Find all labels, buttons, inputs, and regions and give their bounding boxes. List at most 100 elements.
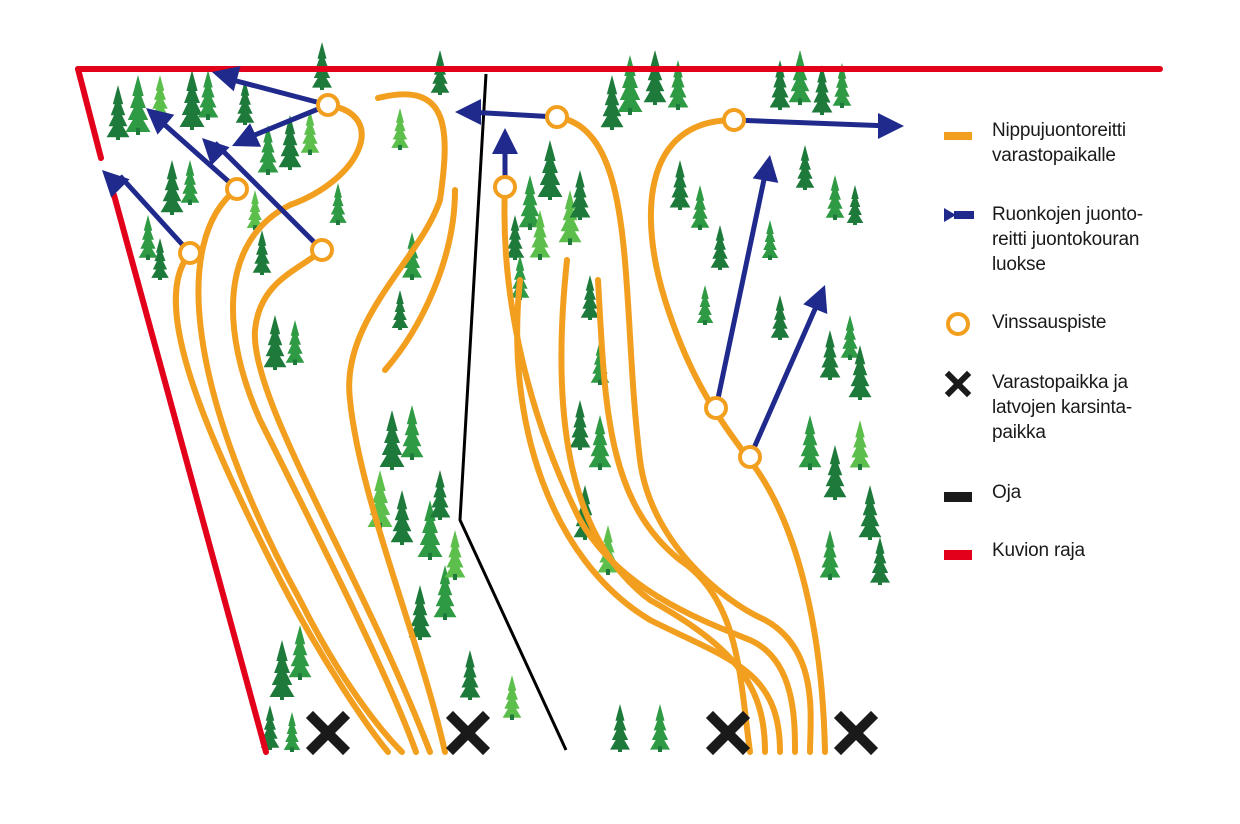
storage-cross-icon — [705, 710, 751, 756]
skid-route — [382, 187, 458, 373]
spruce-tree-icon — [798, 415, 822, 470]
stem-route — [747, 298, 822, 459]
stem-route — [713, 169, 769, 409]
spruce-tree-icon — [840, 315, 860, 360]
spruce-tree-icon — [650, 704, 670, 752]
spruce-tree-icon — [160, 160, 184, 215]
spruce-tree-icon — [846, 185, 864, 225]
spruce-tree-icon — [433, 565, 457, 620]
spruce-tree-icon — [529, 210, 551, 260]
legend-label: Nippujuontoreitti varastopaikalle — [992, 120, 1126, 166]
winch-point-icon — [225, 177, 249, 201]
ditch-line — [458, 73, 568, 751]
spruce-tree-icon — [848, 345, 872, 400]
boundary-left-upper — [75, 66, 104, 161]
skid-route — [195, 186, 405, 755]
stem-route — [224, 75, 329, 108]
spruce-tree-icon — [823, 445, 847, 500]
winch-point-icon — [545, 105, 569, 129]
spruce-tree-icon — [252, 230, 272, 275]
bundle-skid-routes — [172, 91, 828, 755]
spruce-tree-icon — [825, 175, 845, 220]
skid-route — [230, 102, 419, 755]
legend-label: Varastopaikka ja latvojen karsinta- paik… — [992, 372, 1133, 443]
spruce-tree-icon — [761, 220, 779, 260]
spruce-tree-icon — [312, 42, 332, 90]
skid-route — [346, 91, 448, 755]
spruce-tree-icon — [505, 215, 525, 260]
stand-boundary — [75, 66, 1163, 755]
legend-label: Ruonkojen juonto- reitti juontokouran lu… — [992, 204, 1143, 275]
winch-point-icon — [493, 175, 517, 199]
spruce-tree-icon — [710, 225, 730, 270]
spruce-tree-icon — [285, 320, 305, 365]
spruce-tree-icon — [263, 315, 287, 370]
spruce-tree-icon — [580, 275, 600, 320]
winch-point-icon — [310, 238, 334, 262]
spruce-tree-icon — [770, 295, 790, 340]
spruce-tree-icon — [811, 65, 833, 115]
storage-cross-icon — [305, 710, 351, 756]
spruce-tree-icon — [669, 160, 691, 210]
spruce-tree-icon — [849, 420, 871, 470]
black-cross-icon — [944, 370, 972, 398]
stem-route — [467, 109, 558, 120]
winch-point-icon — [178, 241, 202, 265]
arrow-head-icon — [878, 113, 904, 139]
spruce-tree-icon — [643, 50, 667, 105]
arrow-head-icon — [202, 138, 230, 166]
winch-point-icon — [738, 445, 762, 469]
blue-arrow-line-icon — [944, 208, 974, 222]
spruce-tree-icon — [617, 55, 643, 115]
spruce-tree-icon — [537, 140, 563, 200]
spruce-tree-icon — [690, 185, 710, 230]
skid-route — [514, 277, 783, 755]
legend-label: Oja — [992, 482, 1021, 503]
arrow-heads — [102, 66, 904, 314]
winch-point-icon — [704, 396, 728, 420]
spruce-tree-icon — [151, 238, 169, 280]
winch-points — [178, 93, 762, 469]
arrow-head-icon — [102, 170, 130, 198]
spruce-tree-icon — [278, 115, 302, 170]
spruce-tree-icon — [569, 170, 591, 220]
spruce-tree-icon — [429, 470, 451, 520]
legend-label: Vinssauspiste — [992, 312, 1107, 333]
storage-cross-icon — [833, 710, 879, 756]
spruce-tree-icon — [197, 70, 219, 120]
spruce-tree-icon — [444, 530, 466, 580]
spruce-tree-icon — [696, 285, 714, 325]
skid-route — [251, 247, 433, 755]
spruce-tree-icon — [769, 60, 791, 110]
spruce-tree-icon — [819, 530, 841, 580]
spruce-tree-icon — [667, 60, 689, 110]
spruce-tree-icon — [391, 290, 409, 330]
arrow-head-icon — [492, 128, 518, 154]
spruce-tree-icon — [257, 125, 279, 175]
spruce-tree-icon — [588, 415, 612, 470]
arrow-head-icon — [146, 108, 175, 135]
spruce-tree-icon — [179, 70, 205, 130]
spruce-tree-icon — [610, 704, 630, 752]
stem-route — [155, 116, 239, 191]
spruce-tree-icon — [518, 175, 542, 230]
arrow-head-icon — [803, 285, 828, 314]
black-bar-icon — [944, 492, 972, 502]
spruce-tree-icon — [819, 330, 841, 380]
red-bar-icon — [944, 550, 972, 560]
spruce-tree-icon — [329, 183, 347, 225]
stem-route — [118, 174, 192, 255]
spruce-tree-icon — [391, 108, 409, 150]
spruce-tree-icon — [795, 145, 815, 190]
stem-route — [213, 141, 324, 252]
spruce-tree-icon — [858, 485, 882, 540]
spruce-tree-icon — [430, 50, 450, 95]
stem-route — [733, 117, 891, 129]
winch-point-icon — [316, 93, 340, 117]
spruce-tree-icon — [283, 712, 301, 752]
storage-cross-icon — [445, 710, 491, 756]
spruce-tree-icon — [260, 705, 280, 750]
arrow-head-icon — [455, 99, 481, 125]
legend-label: Kuvion raja — [992, 540, 1085, 561]
